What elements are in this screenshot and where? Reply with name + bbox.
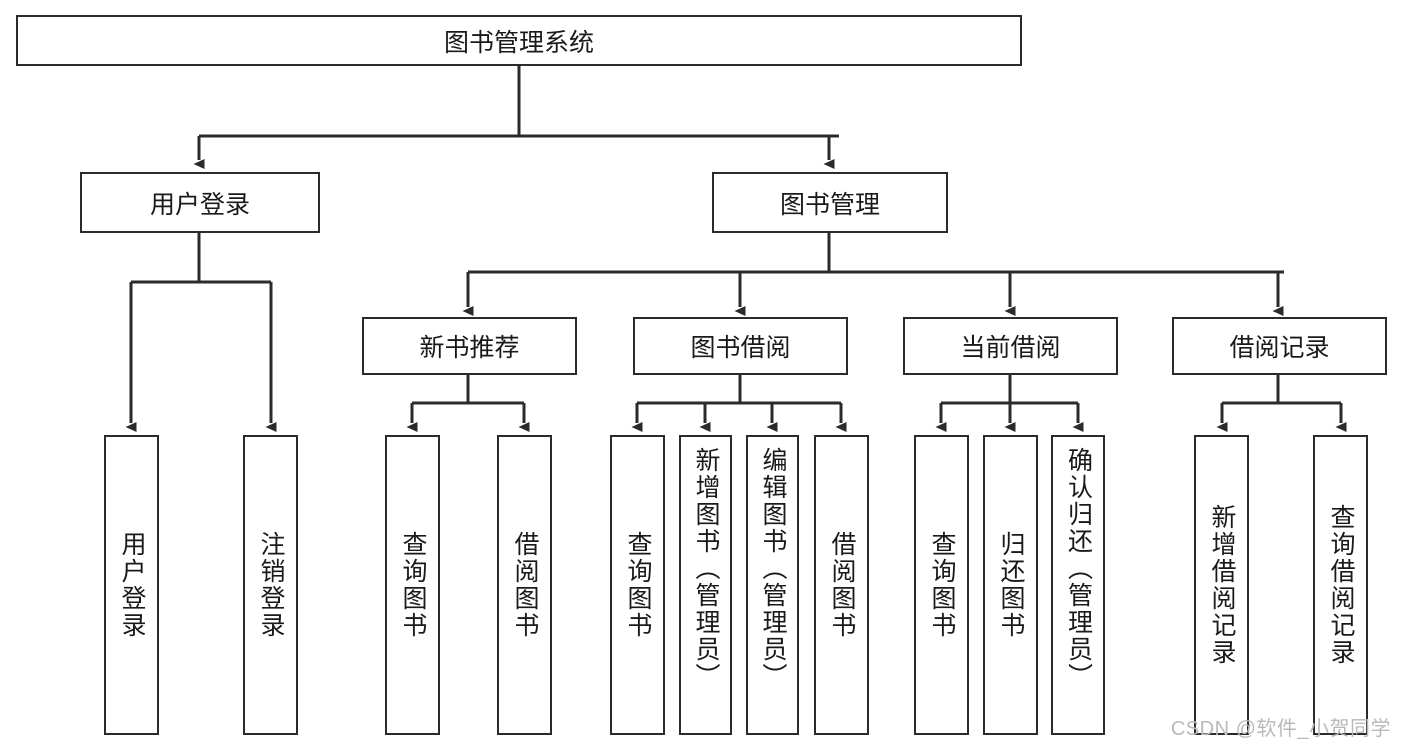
leaf-new-book-borrow[interactable]: 借阅图书	[497, 435, 552, 735]
node-root-system[interactable]: 图书管理系统	[16, 15, 1022, 66]
leaf-label: 编辑图书（管理员）	[759, 447, 787, 690]
node-current-borrow-label: 当前借阅	[960, 334, 1061, 362]
leaf-label: 查询图书	[928, 531, 956, 639]
leaf-user-login-signout[interactable]: 注销登录	[243, 435, 298, 735]
node-borrow-record[interactable]: 借阅记录	[1172, 317, 1387, 375]
leaf-label: 查询图书	[399, 531, 427, 639]
leaf-label: 借阅图书	[511, 531, 539, 639]
node-new-book-recommend[interactable]: 新书推荐	[362, 317, 577, 375]
leaf-label: 借阅图书	[828, 531, 856, 639]
leaf-label: 查询借阅记录	[1327, 504, 1355, 666]
leaf-user-login-signin[interactable]: 用户登录	[104, 435, 159, 735]
node-book-borrow[interactable]: 图书借阅	[633, 317, 848, 375]
node-user-login-label: 用户登录	[149, 190, 250, 219]
leaf-book-borrow-lend[interactable]: 借阅图书	[814, 435, 869, 735]
node-current-borrow[interactable]: 当前借阅	[903, 317, 1118, 375]
node-book-manage-label: 图书管理	[779, 190, 880, 219]
leaf-current-borrow-return[interactable]: 归还图书	[983, 435, 1038, 735]
leaf-new-book-query[interactable]: 查询图书	[385, 435, 440, 735]
leaf-borrow-record-query[interactable]: 查询借阅记录	[1313, 435, 1368, 735]
node-book-manage[interactable]: 图书管理	[712, 172, 948, 233]
node-borrow-record-label: 借阅记录	[1229, 334, 1330, 362]
node-book-borrow-label: 图书借阅	[690, 334, 791, 362]
leaf-book-borrow-add[interactable]: 新增图书（管理员）	[679, 435, 732, 735]
leaf-label: 新增图书（管理员）	[692, 447, 720, 690]
leaf-book-borrow-query[interactable]: 查询图书	[610, 435, 665, 735]
leaf-borrow-record-add[interactable]: 新增借阅记录	[1194, 435, 1249, 735]
node-root-label: 图书管理系统	[443, 28, 594, 57]
watermark-text: CSDN @软件_小贺同学	[1170, 718, 1391, 740]
node-new-book-recommend-label: 新书推荐	[419, 334, 520, 362]
leaf-book-borrow-edit[interactable]: 编辑图书（管理员）	[746, 435, 799, 735]
leaf-label: 用户登录	[118, 531, 146, 639]
leaf-current-borrow-confirm[interactable]: 确认归还（管理员）	[1051, 435, 1105, 735]
leaf-label: 查询图书	[624, 531, 652, 639]
leaf-label: 注销登录	[257, 531, 285, 639]
leaf-label: 确认归还（管理员）	[1064, 447, 1093, 690]
leaf-label: 归还图书	[997, 531, 1025, 639]
leaf-current-borrow-query[interactable]: 查询图书	[914, 435, 969, 735]
node-user-login[interactable]: 用户登录	[80, 172, 320, 233]
leaf-label: 新增借阅记录	[1208, 504, 1236, 666]
